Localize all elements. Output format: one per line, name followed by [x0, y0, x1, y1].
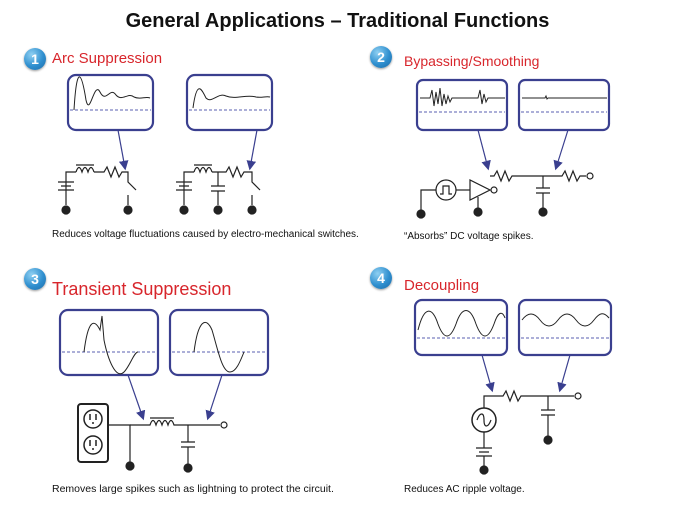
section-2-diagram: [415, 78, 611, 219]
pulse-source-icon: [435, 179, 457, 201]
waveform-box-4a: [413, 298, 509, 357]
section-1-caption: Reduces voltage fluctuations caused by e…: [52, 229, 359, 240]
page-title: General Applications – Traditional Funct…: [125, 10, 550, 32]
section-3-heading: Transient Suppression: [52, 279, 232, 299]
waveform-box-1b: [185, 73, 274, 132]
suppressed-wave: [192, 88, 271, 109]
waveform-box-2a: [415, 78, 509, 132]
ripple-wave-large: [417, 310, 506, 337]
spiked-sine-wave: [83, 315, 139, 375]
section-4-badge: 4: [370, 267, 392, 289]
section-1-badge: 1: [24, 48, 46, 70]
waveform-box-4b: [517, 298, 613, 357]
section-4-heading: Decoupling: [404, 277, 480, 294]
smoothed-dc-wave: [522, 94, 607, 100]
section-2-caption: “Absorbs” DC voltage spikes.: [404, 231, 534, 242]
section-4-diagram: [413, 298, 613, 475]
waveform-box-3a: [58, 308, 160, 377]
section-3-caption: Removes large spikes such as lightning t…: [52, 483, 334, 495]
ripple-wave-small: [521, 313, 610, 327]
section-2-badge: 2: [370, 46, 392, 68]
section-1-heading: Arc Suppression: [52, 50, 163, 67]
noisy-dc-wave: [420, 87, 505, 107]
section-3-badge: 3: [24, 268, 46, 290]
section-1-diagram: [58, 73, 274, 215]
damped-oscillation-wave: [73, 76, 151, 111]
waveform-box-3b: [168, 308, 270, 377]
waveform-box-1a: [66, 73, 155, 132]
section-4-caption: Reduces AC ripple voltage.: [404, 484, 525, 495]
section-2-heading: Bypassing/Smoothing: [404, 53, 540, 69]
waveform-box-2b: [517, 78, 611, 132]
section-3-diagram: [58, 308, 270, 473]
clean-sine-wave: [193, 321, 245, 373]
power-outlet-icon: [77, 403, 109, 463]
buffer-amplifier-icon: [469, 179, 492, 201]
